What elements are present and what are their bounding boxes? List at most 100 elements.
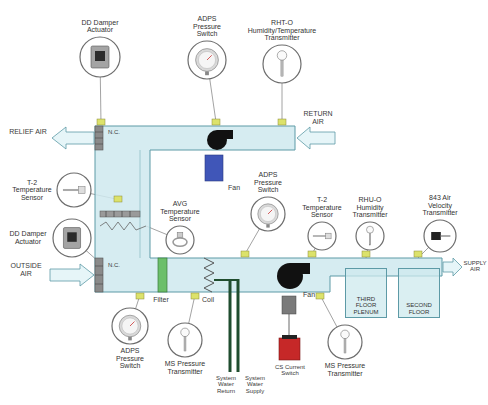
plenum-label: SECOND FLOOR — [401, 302, 437, 315]
device-icon — [173, 232, 187, 246]
mixing-damper — [100, 211, 140, 217]
sensor-marker — [308, 251, 316, 257]
probe-head — [181, 328, 190, 337]
sensor-callout: MS Pressure Transmitter — [322, 324, 368, 377]
averaging-sensor-element — [100, 222, 146, 230]
callout-text-block: AVG Temperature Sensor — [158, 200, 202, 223]
callout-circle-graphic — [79, 36, 121, 78]
callout-text-block: DD Damper Actuator — [6, 230, 50, 245]
callout-circle — [188, 41, 226, 79]
current-switch-wire — [289, 314, 290, 338]
damper-blade — [95, 275, 103, 276]
gauge-needle — [268, 210, 272, 214]
callout-text-block: MS Pressure Transmitter — [322, 362, 368, 377]
sensor-callout: 843 Air Velocity Transmitter — [417, 194, 463, 253]
callout-circle-graphic — [307, 221, 337, 251]
probe-head — [341, 330, 350, 339]
sensor-callout: ADPS Pressure Switch — [183, 15, 231, 80]
callout-circle — [112, 308, 148, 344]
callout-circle — [166, 226, 194, 254]
water-supply-pipe — [237, 279, 240, 372]
actuator-body — [63, 228, 80, 249]
return-fan-outlet — [217, 130, 233, 139]
callout-label: T-2 Temperature Sensor — [300, 196, 344, 219]
callout-circle — [168, 323, 202, 357]
supply-fan-outlet — [290, 263, 310, 274]
callout-circle-graphic — [111, 307, 149, 345]
callout-text-block: T-2 Temperature Sensor — [10, 179, 54, 202]
callout-circle-graphic — [250, 196, 286, 232]
callout-circle-graphic — [167, 322, 203, 358]
callout-circle — [57, 173, 91, 207]
callout-circle — [263, 45, 301, 83]
probe-stem — [344, 338, 346, 353]
callout-text-block: ADPS Pressure Switch — [183, 15, 231, 38]
sensor-callout: RHU-O Humidity Transmitter — [348, 196, 392, 251]
callout-label: RHT-O Humidity/Temperature Transmitter — [245, 19, 319, 42]
sensor-head — [326, 233, 332, 239]
callout-circle-graphic — [187, 40, 227, 80]
sensor-marker — [316, 293, 324, 299]
plenum-label: THIRD FLOOR PLENUM — [348, 296, 384, 315]
probe-stem — [281, 59, 283, 76]
sensor-callout: AVG Temperature Sensor — [158, 200, 202, 255]
relief-air-arrow — [52, 127, 94, 149]
callout-circle — [53, 219, 91, 257]
callout-circle-graphic — [327, 324, 363, 360]
callout-label: MS Pressure Transmitter — [322, 362, 368, 377]
sensor-coil — [173, 238, 187, 246]
outside-damper — [95, 258, 103, 292]
gauge-body — [196, 49, 219, 72]
part-label: RETURN AIR — [297, 110, 339, 125]
callout-circle-graphic — [355, 221, 385, 251]
damper-blades — [95, 132, 103, 284]
gauge-port — [128, 337, 132, 341]
device-icon — [63, 187, 85, 194]
sensor-callout: ADPS Pressure Switch — [107, 307, 153, 370]
sensor-marker — [212, 119, 220, 125]
gauge-body — [258, 204, 278, 224]
callout-text-block: MS Pressure Transmitter — [162, 360, 208, 375]
sensor-marker — [362, 251, 370, 257]
sensor-rod — [313, 235, 327, 237]
callout-label: ADPS Pressure Switch — [245, 171, 291, 194]
callout-label: DD Damper Actuator — [76, 19, 124, 34]
relief-damper — [95, 126, 103, 150]
callout-circle-graphic — [56, 172, 92, 208]
callout-text-block: DD Damper Actuator — [76, 19, 124, 34]
velocity-probe — [441, 235, 451, 237]
return-air-arrow — [297, 127, 335, 149]
sensor-marker — [241, 251, 249, 257]
callout-label: DD Damper Actuator — [6, 230, 50, 245]
part-label: N.C. — [106, 262, 122, 268]
callout-text-block: RHU-O Humidity Transmitter — [348, 196, 392, 219]
part-label: N.C. — [106, 129, 122, 135]
sensor-marker — [414, 251, 422, 257]
device-icon — [367, 226, 374, 245]
gauge-port — [266, 224, 269, 227]
device-icon — [63, 228, 80, 249]
part-label: CS Current Switch — [272, 364, 308, 377]
damper-blade — [122, 211, 123, 217]
outside-air-arrow — [50, 264, 94, 286]
part-label: System Water Return — [213, 375, 239, 394]
callout-text-block: ADPS Pressure Switch — [107, 347, 153, 370]
device-icon — [181, 328, 190, 351]
damper-blade — [95, 266, 103, 267]
part-label: System Water Supply — [241, 375, 269, 394]
damper-blade — [130, 211, 131, 217]
motor-box — [282, 296, 296, 314]
callout-label: T-2 Temperature Sensor — [10, 179, 54, 202]
gauge-face — [198, 51, 215, 68]
gauge-needle — [207, 55, 212, 60]
callout-text-block: T-2 Temperature Sensor — [300, 196, 344, 219]
damper-blade — [114, 211, 115, 217]
gauge-face — [260, 206, 275, 221]
gauge-body — [119, 315, 141, 337]
part-label: Filter — [148, 296, 174, 304]
sensor-marker — [114, 196, 122, 202]
callout-circle-graphic — [52, 218, 92, 258]
sensor-callout: DD Damper Actuator — [76, 19, 124, 78]
supply-air-arrow — [443, 258, 462, 276]
damper-blade — [106, 211, 107, 217]
